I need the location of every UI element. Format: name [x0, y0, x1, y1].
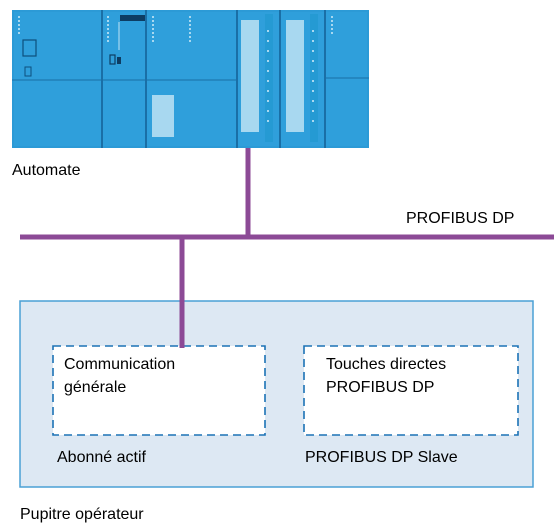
profibus-label: PROFIBUS DP: [406, 210, 515, 227]
general-communication-text: Communication générale: [64, 353, 175, 399]
direct-keys-line-1: Touches directes: [326, 356, 447, 373]
general-communication-box: [52, 345, 266, 436]
general-communication-line-1: Communication: [64, 356, 176, 373]
general-communication-line-2: générale: [64, 379, 127, 396]
active-participant-caption: Abonné actif: [57, 449, 146, 466]
operator-panel-label: Pupitre opérateur: [20, 506, 144, 523]
direct-keys-text: Touches directes PROFIBUS DP: [326, 353, 446, 399]
plc-rack-image: [12, 10, 369, 148]
direct-keys-line-2: PROFIBUS DP: [326, 379, 435, 396]
direct-keys-box: [303, 345, 519, 436]
profibus-slave-caption: PROFIBUS DP Slave: [305, 449, 458, 466]
plc-label: Automate: [12, 162, 81, 179]
